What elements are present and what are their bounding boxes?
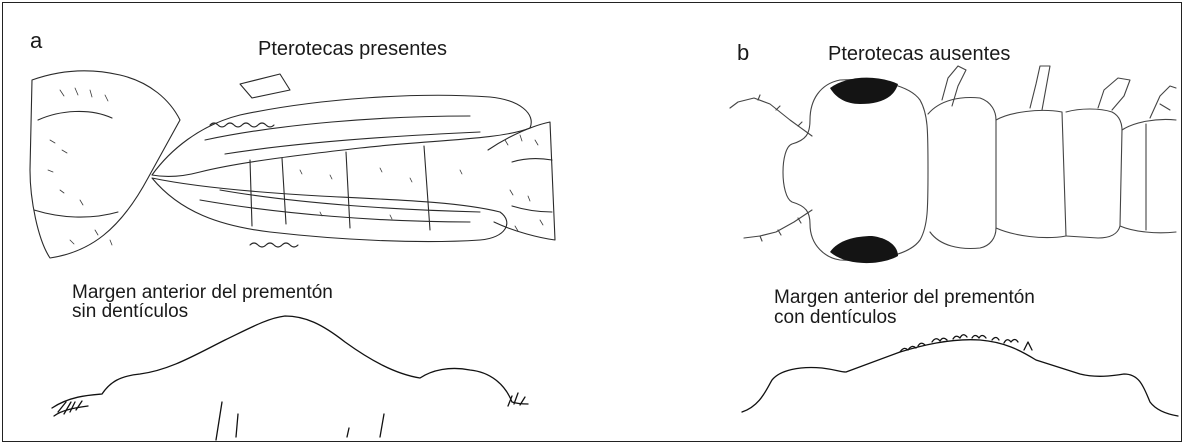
prementum-denticulate-margin bbox=[0, 0, 1186, 437]
